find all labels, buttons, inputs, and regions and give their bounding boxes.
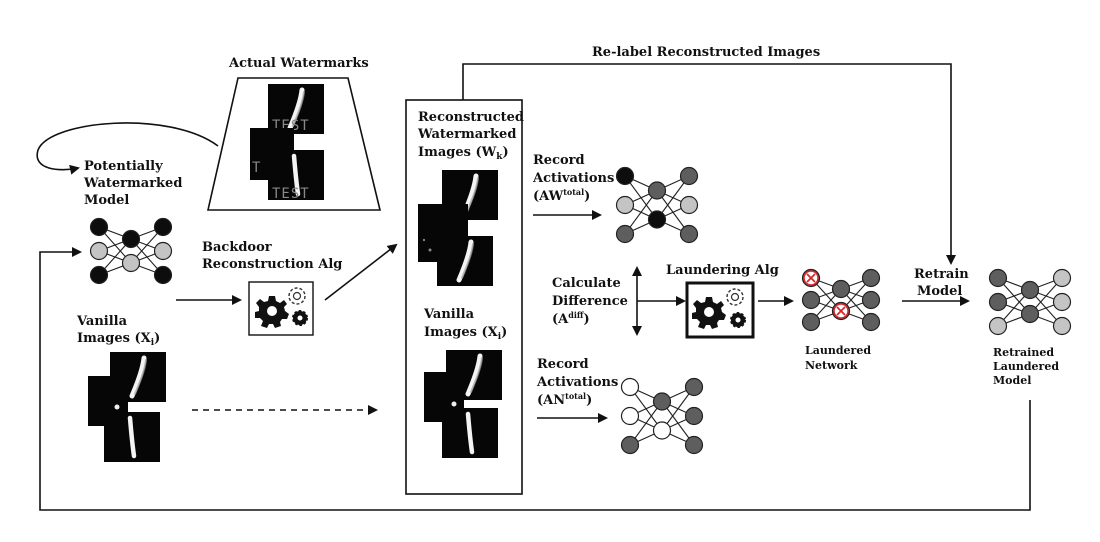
network-node (1052, 292, 1072, 312)
network-node (121, 229, 141, 249)
network-node (89, 241, 109, 261)
calculate-label-2: Difference (552, 294, 628, 309)
vanilla-mid-label-2: Images (Xi) (424, 325, 507, 342)
network-node (1052, 268, 1072, 288)
backdoor-alg-box (248, 281, 314, 336)
network-node (679, 195, 699, 215)
calculate-label-1: Calculate (552, 276, 621, 291)
network-node (615, 166, 635, 186)
potentially-label-2: Watermarked (83, 176, 182, 191)
network-node (615, 195, 635, 215)
laundered-network-label-2: Network (805, 359, 858, 372)
network-node (153, 241, 173, 261)
gear-icon (726, 288, 744, 306)
watermark-image: TEST (268, 150, 324, 202)
network-node (988, 292, 1008, 312)
potentially-label-3: Model (84, 193, 129, 208)
network-node (679, 166, 699, 186)
an-activation-network (620, 377, 704, 455)
network-node (153, 265, 173, 285)
network-node (684, 377, 704, 397)
relabel-arrow (462, 63, 956, 265)
svg-text:TEST: TEST (272, 186, 310, 202)
network-node (988, 268, 1008, 288)
actual-watermarks-label: Actual Watermarks (228, 56, 369, 71)
network-node (861, 290, 881, 310)
network-node (861, 312, 881, 332)
relabel-label: Re-label Reconstructed Images (592, 45, 820, 60)
reconstructed-label-3: Images (Wk) (418, 145, 509, 162)
laundered-network-label-1: Laundered (805, 344, 871, 357)
feedback-loop-arrow (39, 247, 1031, 511)
network-node (988, 316, 1008, 336)
network-node (647, 181, 667, 200)
network-node (684, 435, 704, 455)
backdoor-label-1: Backdoor (202, 240, 272, 255)
network-node (615, 224, 635, 244)
svg-text:T: T (252, 160, 261, 176)
x-mark-icon (833, 303, 849, 319)
reconstructed-label-1: Reconstructed (418, 110, 524, 125)
laundering-alg-label: Laundering Alg (666, 263, 779, 278)
network-node (652, 421, 672, 440)
vanilla-images-mid (424, 350, 502, 458)
laundering-alg-box (685, 281, 755, 339)
record-an-label-3: (ANtotal) (537, 391, 592, 408)
watermark-loop-arrow (36, 122, 219, 175)
record-aw-label-1: Record (533, 153, 585, 168)
to-reconstructed-arrow (324, 243, 398, 301)
network-node (652, 392, 672, 411)
retrained-label-3: Model (993, 374, 1031, 387)
retrain-label-2: Model (917, 284, 962, 299)
record-aw-label-3: (AWtotal) (533, 187, 590, 204)
retrained-label-1: Retrained (993, 346, 1054, 359)
vanilla-left-label-1: Vanilla (76, 314, 128, 329)
network-node (684, 406, 704, 426)
network-node (1052, 316, 1072, 336)
network-node (153, 217, 173, 237)
reconstructed-label-2: Watermarked (417, 127, 516, 142)
network-node (861, 268, 881, 288)
network-node (801, 312, 821, 332)
reconstructed-images (418, 170, 498, 286)
vanilla-mid-label-1: Vanilla (423, 307, 475, 322)
vanilla-left-label-2: Images (Xi) (77, 331, 160, 348)
record-aw-label-2: Activations (532, 171, 614, 186)
network-node (89, 265, 109, 285)
network-node (679, 224, 699, 244)
watermark-image: TEST (268, 84, 324, 134)
gear-icon (292, 310, 308, 326)
network-node (620, 406, 640, 426)
gear-icon (730, 312, 746, 328)
network-node (831, 279, 851, 299)
aw-activation-network (615, 166, 699, 244)
network-node (89, 217, 109, 237)
record-an-label-2: Activations (536, 375, 618, 390)
network-node (620, 377, 640, 397)
network-node (1020, 280, 1040, 300)
network-node (801, 290, 821, 310)
potentially-watermarked-network (89, 217, 173, 285)
gear-icon (288, 287, 306, 305)
network-node (121, 253, 141, 273)
record-an-label-1: Record (537, 357, 589, 372)
network-node (620, 435, 640, 455)
network-node (1020, 304, 1040, 324)
laundered-network (801, 268, 881, 332)
potentially-label-1: Potentially (84, 159, 163, 174)
retrained-label-2: Laundered (993, 360, 1059, 373)
retrain-label-1: Retrain (914, 267, 969, 282)
calculate-label-3: (Adiff) (552, 310, 590, 327)
backdoor-label-2: Reconstruction Alg (202, 257, 342, 272)
retrained-laundered-network (988, 268, 1072, 336)
x-mark-icon (803, 270, 819, 286)
vanilla-images-left (88, 352, 166, 462)
network-node (647, 210, 667, 229)
